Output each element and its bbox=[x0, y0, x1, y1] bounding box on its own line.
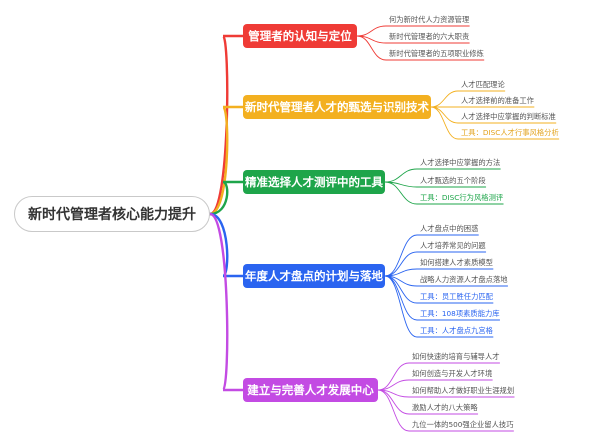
branch-node-5[interactable]: 建立与完善人才发展中心 bbox=[243, 378, 378, 402]
branch-node-4[interactable]: 年度人才盘点的计划与落地 bbox=[243, 264, 385, 288]
leaf-connector bbox=[384, 275, 494, 338]
leaf-tool-item[interactable]: 工具：员工胜任力匹配 bbox=[420, 292, 493, 301]
branch-connector bbox=[208, 212, 245, 278]
leaf-tool-item[interactable]: 工具：DISC人才行事风格分析 bbox=[461, 128, 559, 137]
leaf-item[interactable]: 新时代管理者的六大职责 bbox=[389, 32, 470, 41]
leaf-connector bbox=[377, 362, 501, 391]
leaf-item[interactable]: 九位一体的500强企业留人技巧 bbox=[412, 420, 514, 429]
leaf-connector bbox=[384, 275, 501, 321]
leaf-connector bbox=[384, 181, 504, 205]
leaf-connector bbox=[430, 106, 560, 140]
leaf-item[interactable]: 如何创造与开发人才环境 bbox=[412, 369, 493, 378]
leaf-item[interactable]: 新时代管理者的五项职业修炼 bbox=[389, 49, 484, 58]
leaf-item[interactable]: 如何快速的培育与辅导人才 bbox=[412, 352, 500, 361]
leaf-item[interactable]: 激励人才的八大策略 bbox=[412, 403, 478, 412]
leaf-connector bbox=[377, 379, 493, 391]
leaf-item[interactable]: 人才培养常见的问题 bbox=[420, 241, 486, 250]
leaf-item[interactable]: 人才盘点中的困惑 bbox=[420, 224, 479, 233]
leaf-connector bbox=[356, 25, 470, 37]
branch-connector bbox=[208, 105, 245, 216]
branch-node-2[interactable]: 新时代管理者人才的甄选与识别技术 bbox=[243, 95, 431, 119]
leaf-tool-item[interactable]: 工具：108项素质能力库 bbox=[420, 309, 500, 318]
leaf-item[interactable]: 战略人力资源人才盘点落地 bbox=[420, 275, 508, 284]
leaf-item[interactable]: 如何帮助人才做好职业生涯规划 bbox=[412, 386, 515, 395]
leaf-item[interactable]: 人才选择中应掌握的判断标准 bbox=[461, 112, 556, 121]
branch-node-1[interactable]: 管理者的认知与定位 bbox=[243, 24, 357, 48]
leaf-tool-item[interactable]: 工具：人才盘点九宫格 bbox=[420, 326, 493, 335]
leaf-item[interactable]: 如何搭建人才素质模型 bbox=[420, 258, 493, 267]
branch-connector bbox=[208, 212, 245, 392]
leaf-tool-item[interactable]: 工具：DISC行为风格测评 bbox=[420, 193, 504, 202]
leaf-connector bbox=[356, 35, 485, 61]
leaf-item[interactable]: 人才匹配理论 bbox=[461, 80, 505, 89]
leaf-connector bbox=[384, 181, 487, 188]
leaf-item[interactable]: 人才甄选的五个阶段 bbox=[420, 176, 486, 185]
root-node[interactable]: 新时代管理者核心能力提升 bbox=[14, 196, 210, 232]
leaf-item[interactable]: 人才选择前的准备工作 bbox=[461, 96, 534, 105]
leaf-connector bbox=[377, 389, 514, 432]
leaf-item[interactable]: 何为新时代人力资源管理 bbox=[389, 15, 470, 24]
leaf-connector bbox=[384, 168, 501, 183]
leaf-connector bbox=[384, 268, 494, 277]
leaf-connector bbox=[384, 234, 479, 277]
leaf-connector bbox=[384, 251, 487, 277]
leaf-connector bbox=[430, 90, 506, 108]
leaf-item[interactable]: 人才选择中应掌握的方法 bbox=[420, 158, 501, 167]
branch-connector bbox=[208, 180, 245, 216]
branch-node-3[interactable]: 精准选择人才测评中的工具 bbox=[243, 170, 385, 194]
